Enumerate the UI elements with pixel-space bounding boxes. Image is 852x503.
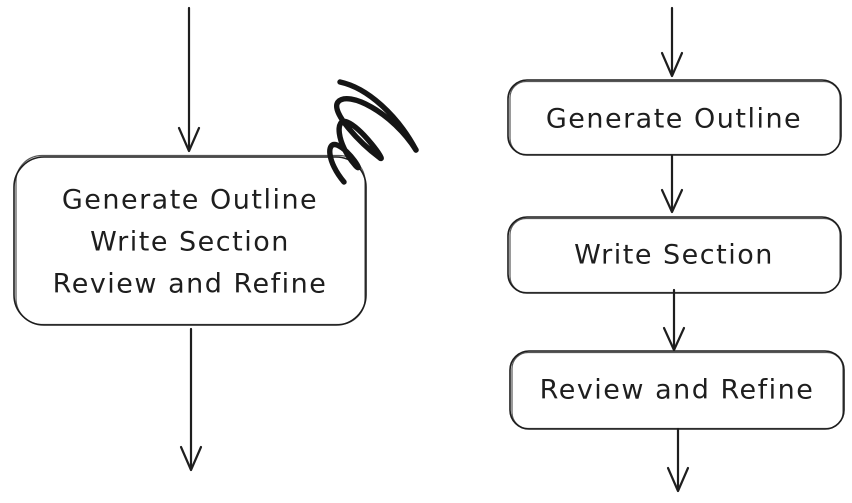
- process-box-label: Generate Outline: [546, 104, 802, 135]
- combined-process-box: Generate Outline Write Section Review an…: [13, 154, 367, 326]
- combined-box-line-1: Generate Outline: [62, 185, 318, 216]
- process-box-step-2: Write Section: [507, 216, 842, 294]
- process-box-label: Review and Refine: [540, 375, 815, 406]
- process-box-step-1: Generate Outline: [507, 79, 842, 156]
- down-arrow-icon: [177, 6, 201, 153]
- process-box-step-3: Review and Refine: [509, 350, 845, 430]
- down-arrow-icon: [179, 327, 203, 472]
- combined-box-line-2: Write Section: [90, 227, 290, 258]
- combined-box-line-3: Review and Refine: [53, 269, 328, 300]
- right-flow: Generate Outline Write Section: [507, 6, 845, 493]
- scribble-icon: [327, 79, 419, 185]
- down-arrow-icon: [660, 154, 684, 214]
- down-arrow-icon: [662, 288, 686, 352]
- left-flow: Generate Outline Write Section Review an…: [13, 6, 419, 472]
- process-box-label: Write Section: [574, 240, 774, 271]
- down-arrow-icon: [666, 427, 690, 493]
- down-arrow-icon: [660, 6, 684, 78]
